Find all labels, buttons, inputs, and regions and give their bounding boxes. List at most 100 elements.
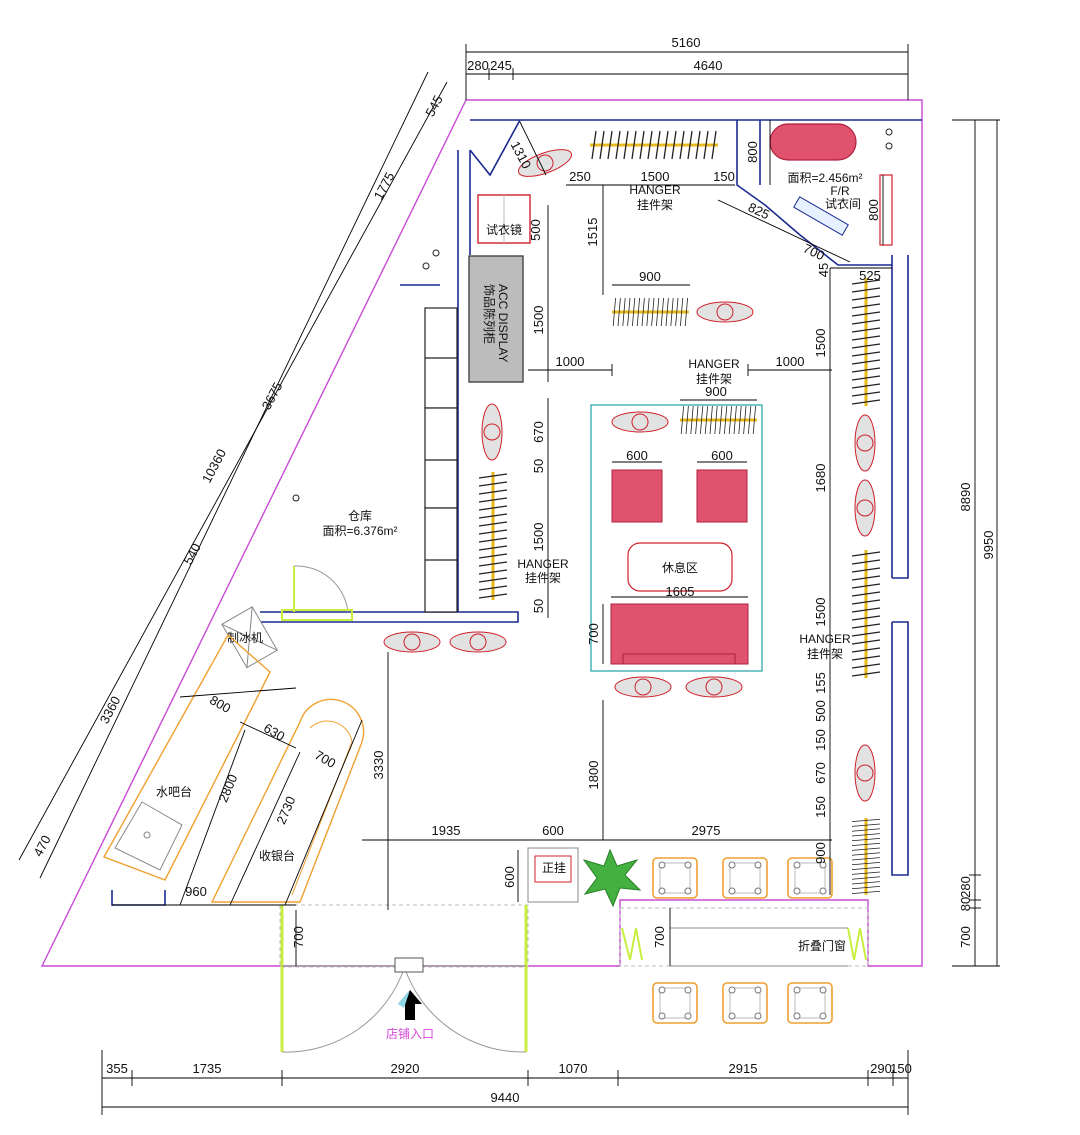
- dim-150-right: 150: [813, 729, 828, 751]
- dim-bottom-g: 150: [890, 1061, 912, 1076]
- main-hang-label: 正挂: [542, 861, 566, 875]
- fitting-area-label: 面积=2.456m²: [787, 171, 862, 185]
- cashier-label: 收银台: [259, 848, 295, 863]
- dim-50-left-a: 50: [531, 459, 546, 473]
- dim-600-c: 600: [542, 823, 564, 838]
- dim-bottom-total: 9440: [491, 1090, 520, 1105]
- chairs-indoor: [652, 857, 833, 899]
- dim-1000-left: 1000: [556, 354, 585, 369]
- entrance-label: 店铺入口: [386, 1027, 434, 1041]
- dimension-lines: [18, 44, 1000, 1115]
- cashier-counter: 收银台: [210, 698, 365, 903]
- walls: [111, 119, 922, 906]
- dim-1500-right-mid: 1500: [813, 598, 828, 627]
- fitting-mirror: 试衣镜: [477, 194, 531, 244]
- dim-670-left: 670: [531, 421, 546, 443]
- dim-1605: 1605: [666, 584, 695, 599]
- dim-500-mirror: 500: [528, 219, 543, 241]
- acc-display-en: ACC DISPLAY: [496, 284, 510, 362]
- dim-2800: 2800: [215, 772, 240, 804]
- fitting-cn-label: 试衣间: [825, 196, 861, 211]
- dim-600-hang: 600: [502, 866, 517, 888]
- dim-700-window: 700: [652, 926, 667, 948]
- dim-825: 825: [746, 200, 772, 223]
- hanger-mid-en: HANGER: [688, 357, 740, 371]
- storage-label: 仓库: [348, 508, 372, 523]
- dim-150-right-b: 150: [813, 796, 828, 818]
- dim-1935: 1935: [432, 823, 461, 838]
- dim-3330: 3330: [371, 751, 386, 780]
- lounge-label: 休息区: [662, 560, 698, 575]
- dim-700-cash: 700: [312, 747, 338, 771]
- water-bar-label: 水吧台: [156, 784, 192, 799]
- dim-900-top: 900: [639, 269, 661, 284]
- hanger-rack-right-mid: [850, 548, 882, 680]
- dim-bottom-b: 1735: [193, 1061, 222, 1076]
- dim-top-a: 280: [467, 58, 489, 73]
- hanger-rack-top: [588, 129, 720, 161]
- dim-bottom-a: 355: [106, 1061, 128, 1076]
- hanger-right-cn: 挂件架: [807, 647, 843, 661]
- folding-window-label: 折叠门窗: [798, 938, 846, 953]
- dim-top-c: 4640: [694, 58, 723, 73]
- dim-500-right: 500: [813, 700, 828, 722]
- dim-right-total: 9950: [981, 531, 996, 560]
- dim-1500-acc: 1500: [531, 306, 546, 335]
- dim-2730: 2730: [273, 794, 298, 826]
- dim-960: 960: [185, 884, 207, 899]
- dim-1680: 1680: [813, 464, 828, 493]
- dim-1800: 1800: [586, 761, 601, 790]
- dim-1500-right-top: 1500: [813, 329, 828, 358]
- fitting-en-label: F/R: [830, 184, 850, 198]
- plant-icon: [582, 848, 642, 908]
- dim-700-sofa: 700: [586, 623, 601, 645]
- dim-left-diag-2: 1775: [371, 170, 398, 203]
- dim-bottom-c: 2920: [391, 1061, 420, 1076]
- acc-display-cabinet: ACC DISPLAY 饰品陈列柜: [468, 255, 524, 383]
- dim-right-d: 700: [958, 926, 973, 948]
- dim-1515: 1515: [585, 218, 600, 247]
- storage-shelves: [424, 307, 458, 613]
- water-bar: 水吧台: [102, 633, 271, 881]
- folding-window[interactable]: 折叠门窗: [619, 907, 869, 967]
- chairs-outdoor: [652, 982, 833, 1024]
- hanger-right-en: HANGER: [799, 632, 851, 646]
- dim-bottom-e: 2915: [729, 1061, 758, 1076]
- site-boundary: [40, 99, 923, 967]
- hanger-rack-upper-mid: [610, 296, 691, 328]
- dim-right-c: 80: [958, 897, 973, 911]
- dim-1500-top: 1500: [641, 169, 670, 184]
- hanger-top-cn: 挂件架: [637, 198, 673, 212]
- dim-900-right: 900: [813, 842, 828, 864]
- dim-150: 150: [713, 169, 735, 184]
- dim-left-diag-6: 470: [30, 833, 53, 859]
- hanger-rack-right-top: [850, 276, 882, 408]
- dim-670-right: 670: [813, 762, 828, 784]
- dim-600-a: 600: [626, 448, 648, 463]
- dim-left-diag-5: 3360: [97, 694, 124, 727]
- dim-900-mid: 900: [705, 384, 727, 399]
- dim-right-a: 8890: [958, 483, 973, 512]
- dim-630: 630: [261, 720, 287, 744]
- acc-display-cn: 饰品陈列柜: [482, 284, 497, 344]
- dim-50-left-b: 50: [531, 599, 546, 613]
- dim-800-fr-side: 800: [866, 199, 881, 221]
- storage-area-label: 面积=6.376m²: [322, 524, 397, 538]
- dim-1000-right: 1000: [776, 354, 805, 369]
- hanger-rack-right-bottom: [850, 816, 882, 897]
- dim-700-door: 700: [291, 926, 306, 948]
- dim-left-diag-total: 10360: [199, 446, 229, 485]
- dim-bottom-d: 1070: [559, 1061, 588, 1076]
- hanger-rack-left: [477, 470, 509, 602]
- dim-800-fr: 800: [745, 141, 760, 163]
- hanger-left-cn: 挂件架: [525, 571, 561, 585]
- fitting-room: 面积=2.456m² F/R 试衣间: [769, 123, 893, 246]
- dim-1500-left: 1500: [531, 523, 546, 552]
- hanger-mid-cn: 挂件架: [696, 372, 732, 386]
- lounge-area: 休息区: [590, 404, 763, 672]
- dim-600-b: 600: [711, 448, 733, 463]
- dim-right-b: 280: [958, 876, 973, 898]
- entrance-doors[interactable]: [279, 904, 529, 1053]
- storage-door[interactable]: [281, 565, 353, 621]
